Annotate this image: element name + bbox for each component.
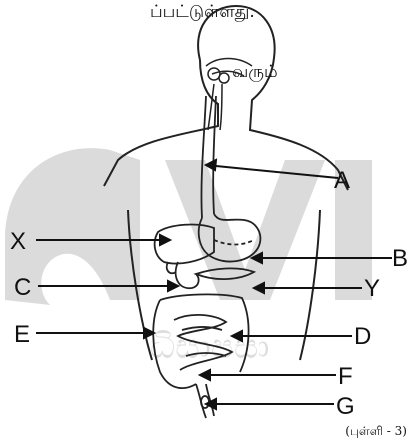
label-x: X (10, 228, 26, 255)
label-a: A (334, 167, 350, 194)
digestive-organs (153, 96, 260, 418)
label-g: G (336, 393, 355, 420)
label-d: D (354, 323, 371, 350)
watermark-text: ධිසාපසා (150, 327, 269, 367)
label-c: C (14, 274, 31, 301)
label-y: Y (364, 275, 380, 302)
score-note: (புள்ளி - 3) (345, 424, 407, 440)
label-e: E (14, 321, 30, 348)
label-b: B (392, 245, 408, 272)
label-f: F (338, 363, 353, 390)
